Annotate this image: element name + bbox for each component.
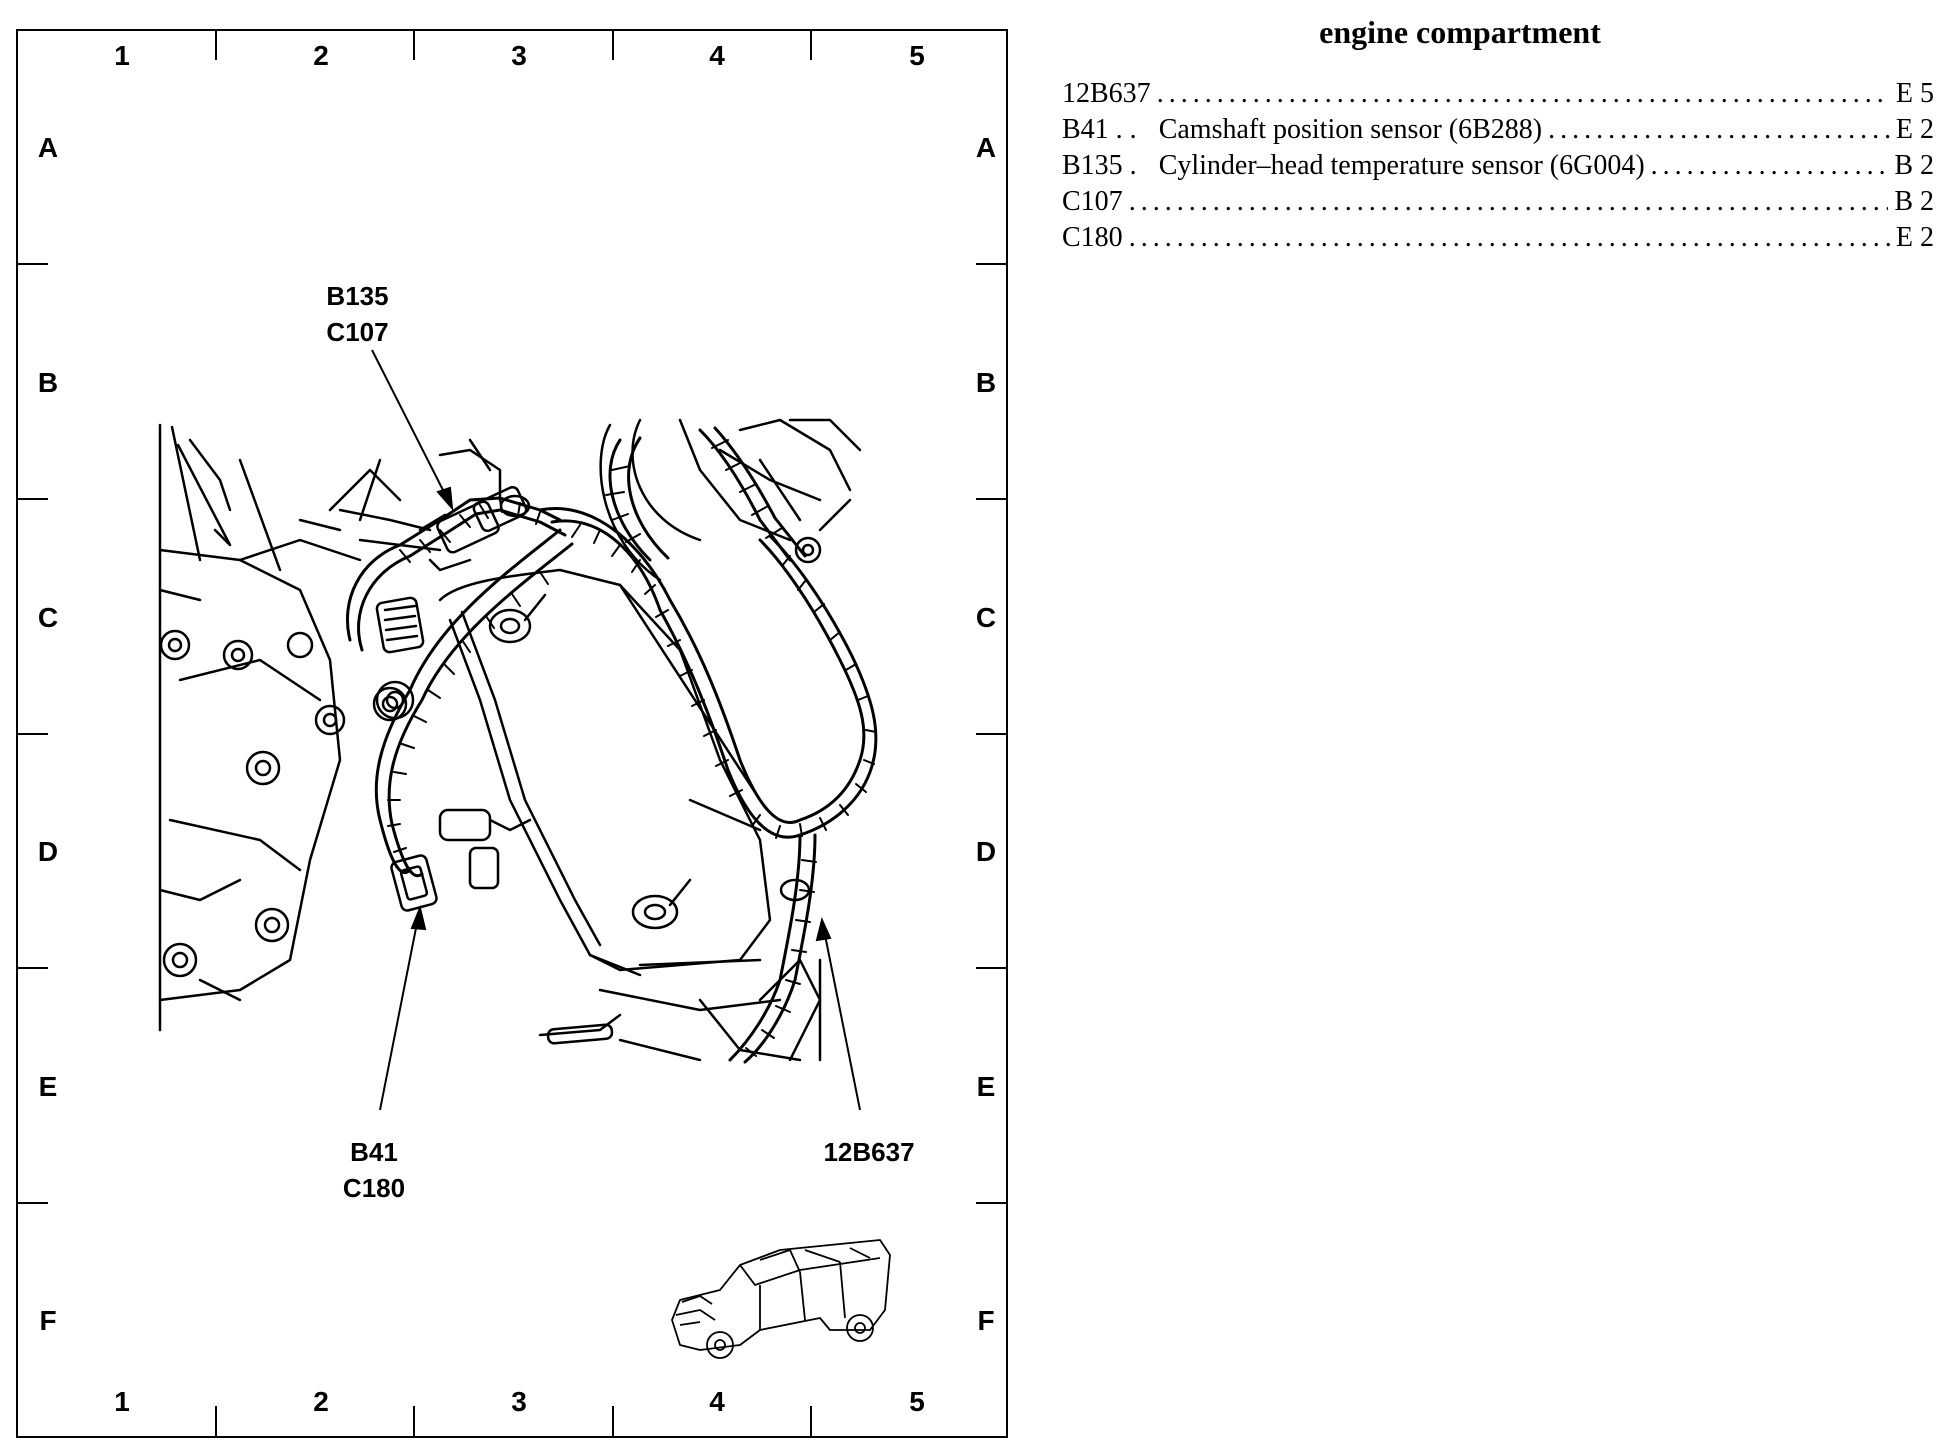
grid-row-label-left: C [37, 602, 59, 633]
label-c107: C107 [326, 317, 389, 347]
label-c180: C180 [342, 1173, 406, 1203]
grid-row-label-right: C [975, 602, 997, 633]
legend-location: E 2 [1895, 222, 1934, 253]
legend-leader-dots [1548, 114, 1890, 146]
legend-leader-dots [1129, 222, 1890, 254]
harness-hatching [387, 439, 877, 1057]
legend-row: B135 . Cylinder–head temperature sensor … [1062, 150, 1934, 186]
legend-row: B41 . . Camshaft position sensor (6B288)… [1062, 114, 1934, 150]
bolts [375, 596, 425, 720]
arrowhead-b41-c180 [410, 904, 427, 931]
legend-row: C107 B 2 [1062, 186, 1934, 222]
legend-list: 12B637 E 5 B41 . . Camshaft position sen… [1062, 78, 1934, 258]
grid-col-label-top: 4 [709, 40, 725, 71]
legend-title: engine compartment [1319, 14, 1601, 50]
legend-code: C107 [1062, 186, 1123, 217]
arrowhead-12b637 [815, 916, 832, 942]
grid-row-label-left: B [37, 367, 59, 398]
label-b135: B135 [326, 281, 389, 311]
grid-col-label-top: 3 [511, 40, 527, 71]
legend-description: Camshaft position sensor (6B288) [1158, 114, 1543, 145]
leader-b41-c180 [379, 917, 419, 1111]
grid-row-label-left: D [37, 836, 59, 867]
vehicle-icon [671, 1239, 891, 1359]
grid-col-label-bottom: 4 [709, 1386, 725, 1417]
legend-code: B135 . [1062, 150, 1137, 181]
grid-col-label-top: 2 [313, 40, 329, 71]
lower-engine [538, 958, 822, 1062]
grid-row-label-right: A [975, 132, 997, 163]
wiring-harness [345, 426, 878, 1064]
label-12b637: 12B637 [823, 1137, 915, 1167]
grid-col-label-bottom: 5 [909, 1386, 925, 1417]
legend-location: B 2 [1894, 150, 1934, 181]
legend-location: B 2 [1894, 186, 1934, 217]
upper-engine [298, 418, 862, 582]
transmission-housing [158, 423, 408, 1032]
callout-b41-c180: B41 C180 [334, 1134, 414, 1206]
grid-row-label-right: B [975, 367, 997, 398]
grid-col-label-top: 5 [909, 40, 925, 71]
grid-row-label-left: E [38, 1071, 58, 1102]
camshaft-sensor-drawing [438, 808, 532, 890]
legend-row: 12B637 E 5 [1062, 78, 1934, 114]
callout-b135-c107: B135 C107 [315, 278, 400, 350]
leader-b135-c107 [371, 349, 449, 501]
grid-row-label-left: F [39, 1305, 57, 1336]
legend-leader-dots [1651, 150, 1889, 182]
legend-location: E 2 [1895, 114, 1934, 145]
grid-row-label-left: A [37, 132, 59, 163]
grid-row-label-right: D [975, 836, 997, 867]
grid-col-label-top: 1 [114, 40, 130, 71]
leader-12b637 [823, 929, 861, 1111]
oil-pan [438, 568, 811, 977]
connector-b135-c107 [418, 485, 531, 572]
grid-col-label-bottom: 2 [313, 1386, 329, 1417]
grid-col-label-bottom: 3 [511, 1386, 527, 1417]
grid-row-label-right: F [977, 1305, 995, 1336]
callout-12b637: 12B637 [814, 1134, 924, 1170]
legend-leader-dots [1157, 78, 1890, 110]
legend-location: E 5 [1895, 78, 1934, 109]
grid-row-label-right: E [976, 1071, 996, 1102]
legend-row: C180 E 2 [1062, 222, 1934, 258]
legend-code: C180 [1062, 222, 1123, 253]
arrowhead-b135-c107 [436, 486, 454, 512]
label-b41: B41 [350, 1137, 398, 1167]
legend-code: 12B637 [1062, 78, 1151, 109]
legend-code: B41 . . [1062, 114, 1137, 145]
legend-leader-dots [1129, 186, 1889, 218]
connector-c180 [390, 854, 438, 912]
grid-col-label-bottom: 1 [114, 1386, 130, 1417]
legend-description: Cylinder–head temperature sensor (6G004) [1158, 150, 1645, 181]
leader-lines [371, 349, 861, 1111]
